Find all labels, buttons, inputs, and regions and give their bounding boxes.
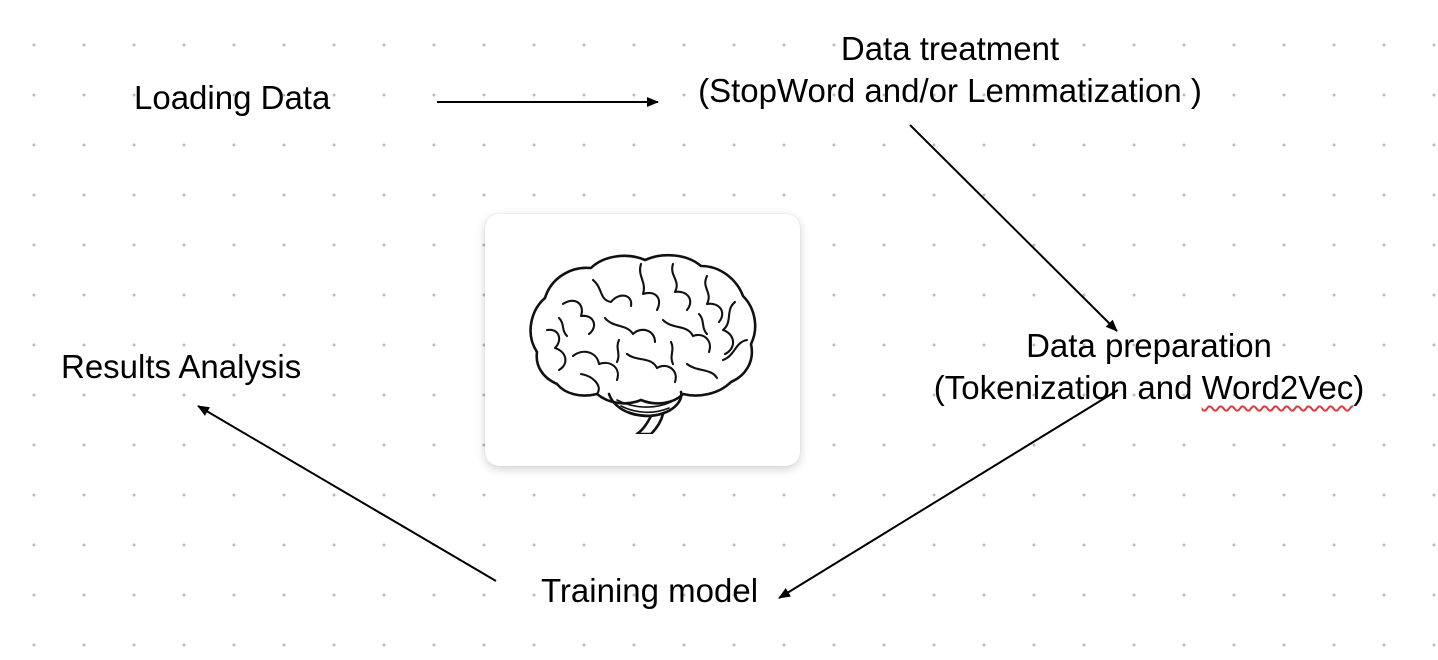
arrow-training-to-results[interactable] [197,405,497,582]
arrow-treatment-to-preparation[interactable] [909,124,1118,332]
node-training-model-text: Training model [541,572,759,609]
node-data-preparation-detail-suffix: ) [1353,369,1365,406]
node-results-analysis[interactable]: Results Analysis [61,346,301,388]
arrow-preparation-to-training[interactable] [778,389,1119,599]
node-data-preparation[interactable]: Data preparation (Tokenization and Word2… [914,325,1384,409]
brain-icon [529,253,757,434]
spellcheck-flagged-word[interactable]: Word2Vec [1201,369,1354,406]
node-loading-data[interactable]: Loading Data [134,77,330,119]
node-data-treatment-title: Data treatment [840,30,1060,67]
node-data-preparation-detail: (Tokenization and Word2Vec) [914,367,1384,409]
brain-image-card[interactable] [485,214,800,466]
node-loading-data-text: Loading Data [134,79,331,116]
node-data-treatment-detail: (StopWord and/or Lemmatization ) [698,72,1202,109]
node-data-preparation-title: Data preparation [1026,327,1272,364]
node-training-model[interactable]: Training model [541,570,758,612]
node-results-analysis-text: Results Analysis [61,348,302,385]
node-data-preparation-detail-prefix: (Tokenization and [933,369,1202,406]
node-data-treatment[interactable]: Data treatment (StopWord and/or Lemmatiz… [676,28,1224,112]
